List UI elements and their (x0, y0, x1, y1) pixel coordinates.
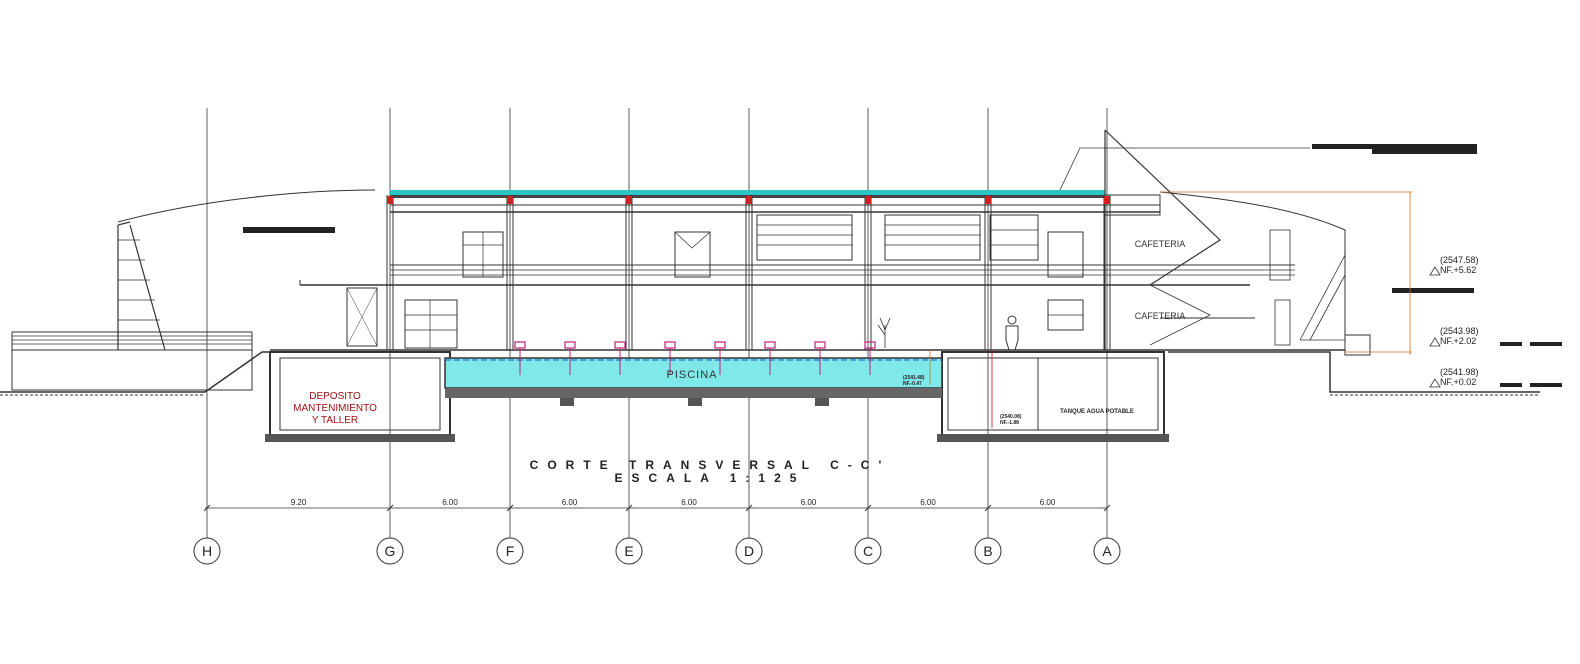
axis-bubble (496, 537, 524, 565)
left-terrace (11, 189, 376, 391)
dim-tick (386, 504, 394, 512)
dimension-label: 6.00 (1040, 498, 1056, 507)
level-nf: NF.+0.02 (1440, 377, 1476, 387)
level-bar (1530, 383, 1562, 387)
column-cap (985, 196, 991, 204)
dim-tick (984, 504, 992, 512)
grid-axis-lines (206, 108, 1108, 538)
axis-label: G (385, 543, 396, 559)
pool-lamp (564, 341, 576, 349)
pool-level-nf: NF.-0.47 (903, 381, 922, 387)
level-bar (1500, 342, 1522, 346)
level-elevation: (2547.58) (1440, 255, 1479, 265)
axis-label: D (744, 543, 754, 559)
pool-lamp (664, 341, 676, 349)
level-dimension-line (929, 191, 1412, 428)
dimension-label: 6.00 (442, 498, 458, 507)
pool-fixtures (514, 341, 876, 375)
column-cap (865, 196, 871, 204)
room-label-tanque: TANQUE AGUA POTABLE (1060, 409, 1134, 415)
axis-bubble (854, 537, 882, 565)
level-marker (1429, 266, 1441, 276)
dim-tick (1103, 504, 1111, 512)
stairs (1149, 254, 1474, 356)
dim-tick (625, 504, 633, 512)
plant-figure (877, 317, 891, 348)
person-figure (1005, 315, 1019, 351)
drawing-title: CORTE TRANSVERSAL C-C' (530, 458, 891, 472)
tank-level-elev: (2540.08) (1000, 414, 1022, 420)
pool-lamp (814, 341, 826, 349)
room-label-cafeteria-lower: CAFETERIA (1135, 311, 1186, 321)
dimension-chain: 9.20 6.00 6.00 6.00 6.00 6.00 6.00 (203, 498, 1111, 512)
axis-label: F (506, 543, 515, 559)
dimension-label: 6.00 (562, 498, 578, 507)
dim-tick (745, 504, 753, 512)
axis-bubble (376, 537, 404, 565)
level-nf: NF.+2.02 (1440, 336, 1476, 346)
pool (444, 357, 943, 406)
dim-tick (506, 504, 514, 512)
room-label-deposito: DEPOSITO (309, 391, 361, 402)
windows (346, 214, 1291, 349)
axis-label: A (1102, 543, 1112, 559)
room-label-cafeteria-upper: CAFETERIA (1135, 239, 1186, 249)
level-tags: (2547.58)NF.+5.62 (2543.98)NF.+2.02 (2541.… (1429, 255, 1562, 388)
dim-tick (864, 504, 872, 512)
room-label-taller: Y TALLER (312, 415, 358, 426)
dimension-label: 6.00 (920, 498, 936, 507)
level-marker (1429, 378, 1441, 388)
axis-bubble (615, 537, 643, 565)
roof (390, 129, 1477, 350)
axis-bubble (193, 537, 221, 565)
column-cap (387, 196, 393, 204)
tank-level-nf: NF.-1.88 (1000, 420, 1019, 426)
room-label-mantenimiento: MANTENIMIENTO (293, 403, 377, 414)
axis-label: C (863, 543, 873, 559)
column-cap (746, 196, 752, 204)
pool-lamp (864, 341, 876, 349)
level-marker (1429, 337, 1441, 347)
dimension-label: 6.00 (801, 498, 817, 507)
axis-bubble (974, 537, 1002, 565)
column-cap (1104, 196, 1110, 204)
columns (386, 195, 1111, 350)
room-label-piscina: PISCINA (666, 369, 717, 381)
column-caps (387, 196, 1110, 204)
pool-lamp (514, 341, 526, 349)
level-elevation: (2541.98) (1440, 367, 1479, 377)
pool-lamp (714, 341, 726, 349)
axis-label: H (202, 543, 212, 559)
level-nf: NF.+5.62 (1440, 265, 1476, 275)
axis-bubble (1093, 537, 1121, 565)
axis-label: E (624, 543, 633, 559)
pool-level-elev: (2541.48) (903, 375, 925, 381)
floor-slabs (270, 204, 1345, 351)
axis-label: B (983, 543, 992, 559)
axis-bubble (735, 537, 763, 565)
column-cap (626, 196, 632, 204)
level-bar (1530, 342, 1562, 346)
dimension-label: 6.00 (681, 498, 697, 507)
level-elevation: (2543.98) (1440, 326, 1479, 336)
dimension-label: 9.20 (291, 498, 307, 507)
pool-lamp (614, 341, 626, 349)
dim-tick (203, 504, 211, 512)
pool-lamp (764, 341, 776, 349)
drawing-scale: ESCALA 1:125 (615, 471, 806, 485)
level-bar (1500, 383, 1522, 387)
column-cap (507, 196, 513, 204)
